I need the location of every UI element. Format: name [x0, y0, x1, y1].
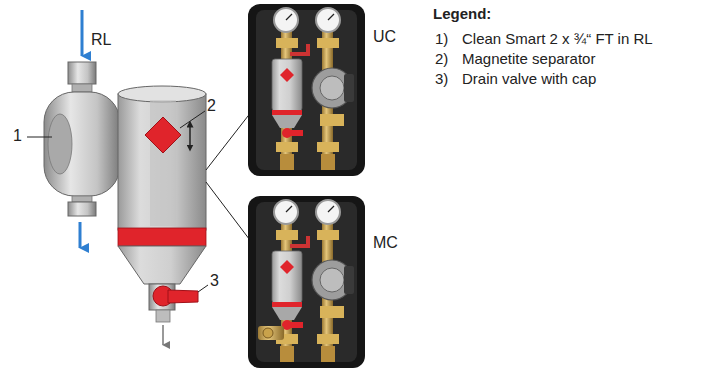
legend-text: Drain valve with cap: [462, 70, 596, 87]
callout-number: 3: [210, 272, 219, 290]
clean-smart-fitting: [44, 62, 120, 216]
legend-text: Magnetite separator: [462, 50, 595, 67]
variant-label: UC: [373, 28, 396, 46]
variant-label: MC: [373, 234, 398, 252]
station-mc: [248, 196, 365, 368]
legend-number: 1): [435, 30, 448, 47]
flow-arrow: [79, 222, 82, 248]
legend-heading: Legend:: [433, 5, 491, 22]
flow-label: RL: [91, 31, 111, 49]
magnetite-separator: [118, 86, 206, 284]
station-uc: [248, 4, 365, 176]
leader-lines: [27, 98, 262, 292]
flow-arrow: [81, 10, 84, 56]
callout-number: 2: [207, 97, 216, 115]
drain-valve: [149, 284, 198, 322]
legend-number: 3): [435, 70, 448, 87]
legend-text: Clean Smart 2 x ¾“ FT in RL: [462, 30, 653, 47]
callout-number: 1: [13, 127, 22, 145]
drain-arrow: [162, 325, 164, 345]
legend-number: 2): [435, 50, 448, 67]
